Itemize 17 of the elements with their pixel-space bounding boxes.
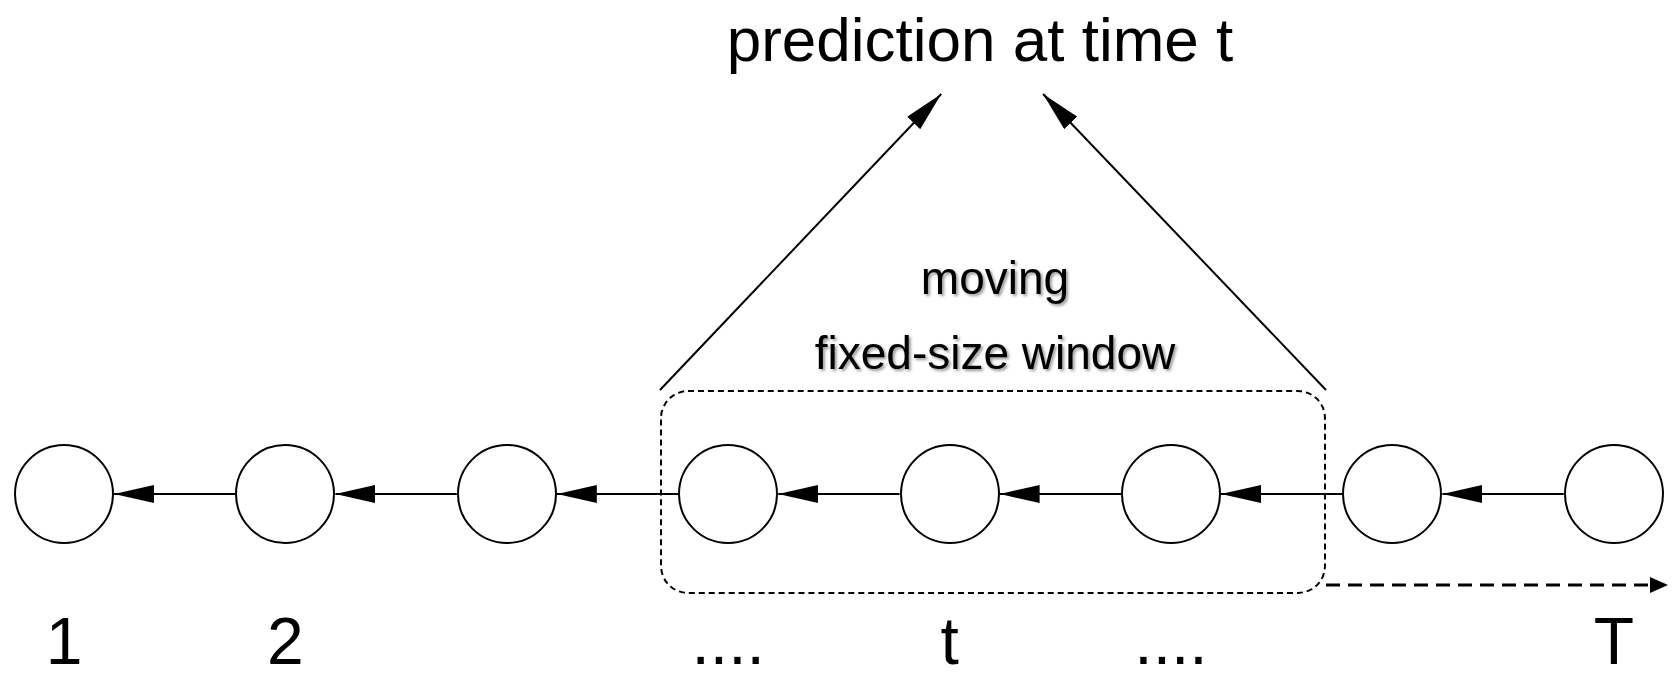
arrow [998,485,1122,503]
time-index-label: .... [690,606,766,676]
arrow [1220,485,1344,503]
arrow [555,485,680,503]
arrow [777,485,901,503]
prediction-label: prediction at time t [600,0,1360,94]
time-index-label: 2 [266,606,305,676]
arrow [334,485,458,503]
time-index-label: .... [1133,606,1209,676]
window-label: moving fixed-size window [813,251,1177,381]
arrow [1441,485,1565,503]
time-index-label: T [1592,606,1635,676]
arrow [659,93,943,391]
time-index-label: 1 [44,606,84,676]
arrow [113,485,237,503]
arrow [1042,93,1327,391]
time-index-label: t [939,606,960,676]
